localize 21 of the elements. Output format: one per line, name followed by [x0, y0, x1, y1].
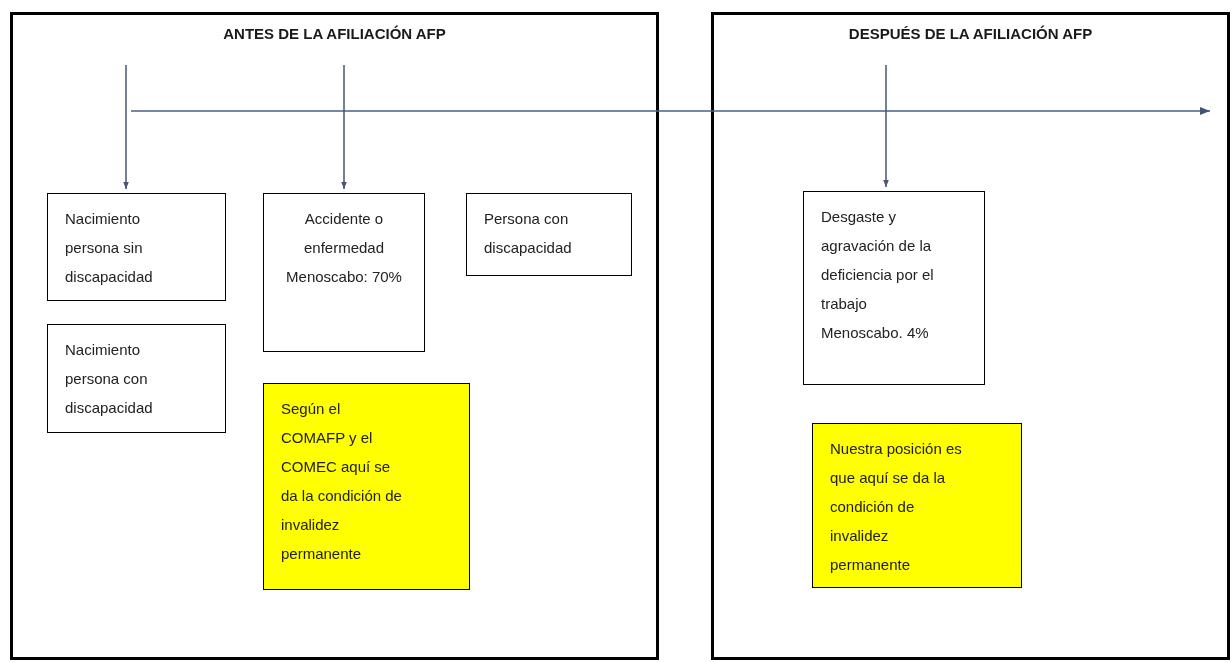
panel-heading: DESPUÉS DE LA AFILIACIÓN AFP: [847, 24, 1094, 44]
text-box: [263, 193, 425, 352]
text-box: [466, 193, 632, 276]
box-text: Según el COMAFP y el COMEC aquí se da la condición de invalidez permanente: [281, 399, 403, 564]
text-box: [803, 191, 985, 385]
box-text: Nacimiento persona sin discapacidad: [65, 209, 154, 287]
highlight-box: [263, 383, 470, 590]
text-box: [47, 193, 226, 301]
arrow: [123, 64, 129, 190]
panel-frame: [711, 12, 1230, 660]
text-box: [47, 324, 226, 433]
box-text: Nuestra posición es que aquí se da la condición de invalidez permanente: [830, 439, 963, 575]
box-text: Accidente o enfermedad Menoscabo: 70%: [285, 209, 403, 287]
arrow: [341, 64, 347, 190]
arrow: [883, 64, 889, 188]
highlight-box: [812, 423, 1022, 588]
panel-heading: ANTES DE LA AFILIACIÓN AFP: [222, 24, 447, 44]
panel-frame: [10, 12, 659, 660]
box-text: Nacimiento persona con discapacidad: [65, 340, 154, 418]
box-text: Desgaste y agravación de la deficiencia por el trabajo Menoscabo. 4%: [821, 207, 935, 343]
box-text: Persona con discapacidad: [484, 209, 573, 258]
